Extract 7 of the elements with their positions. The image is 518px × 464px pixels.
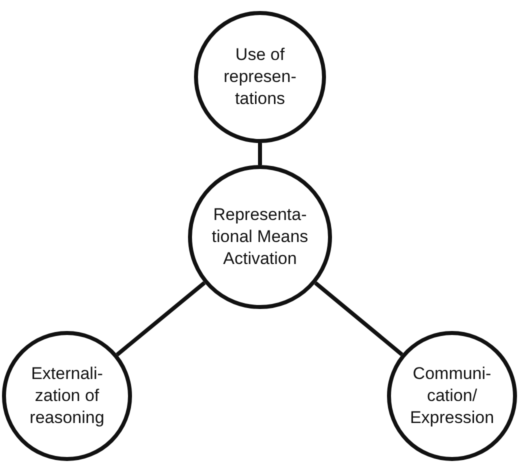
concept-label: Representa-tional Means Activation [210, 204, 310, 270]
connector-line [258, 143, 262, 165]
connector-line [314, 281, 404, 356]
concept-label: Use of represen-tations [222, 44, 298, 110]
concept-label: Externali-zation of reasoning [28, 362, 106, 430]
concept-label: Communi-cation/ Expression [408, 362, 496, 430]
connector-line [116, 281, 206, 356]
